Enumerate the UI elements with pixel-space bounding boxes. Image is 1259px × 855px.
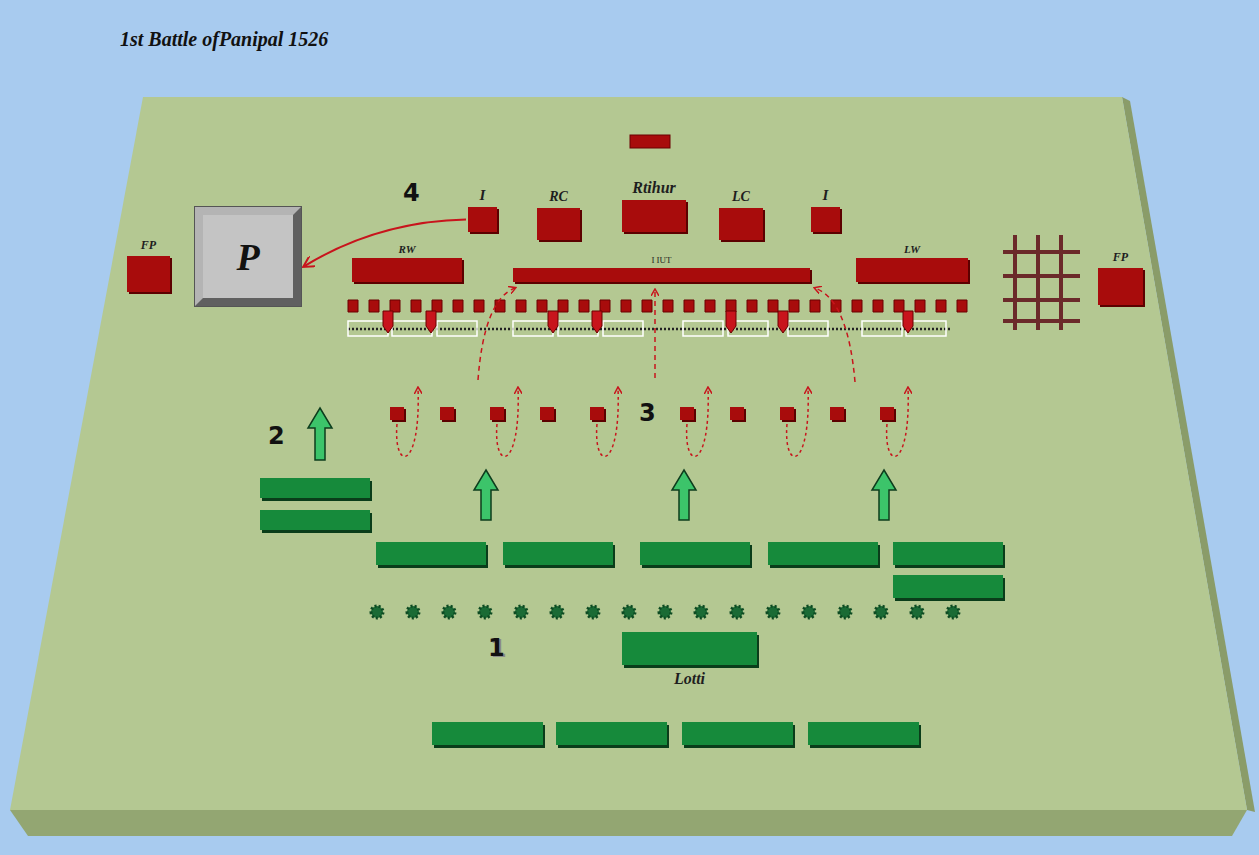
attack-arrow <box>308 408 332 460</box>
unit-block: Lotti <box>622 632 757 665</box>
unit-label: FP <box>141 238 156 253</box>
cart-chain <box>348 328 950 331</box>
barricade-post <box>1059 235 1063 330</box>
barricade <box>1003 235 1080 330</box>
unit-label: Rtihur <box>632 179 676 197</box>
unit-block: I <box>811 207 840 232</box>
skirmish-loop <box>597 388 619 456</box>
matchlock-row <box>348 300 967 312</box>
unit-label: LC <box>732 189 750 205</box>
callout-number: 4 <box>403 179 420 207</box>
skirmish-loop <box>887 388 909 456</box>
unit-label: I IUT <box>651 255 671 265</box>
attack-arrow <box>474 470 498 520</box>
callout-number: 2 <box>268 422 285 450</box>
reserve-block <box>630 135 670 148</box>
panipat-town: P <box>195 207 301 306</box>
callout-number: 3 <box>639 399 656 427</box>
unit-label: RC <box>549 189 568 205</box>
lodi-shadow <box>262 481 1005 748</box>
town-label: P <box>236 235 259 279</box>
advance-arrow <box>654 290 656 378</box>
unit-label: RW <box>399 243 416 255</box>
unit-block: RW <box>352 258 462 282</box>
unit-block: Rtihur <box>622 200 686 232</box>
lodi-blocks <box>260 478 1003 745</box>
cart-row <box>348 321 946 336</box>
unit-label: FP <box>1113 250 1128 265</box>
diagram-title: 1st Battle ofPanipal 1526 <box>120 28 328 51</box>
skirmish-loop <box>687 388 709 456</box>
advance-arrow <box>815 288 855 382</box>
attack-arrow <box>672 470 696 520</box>
advance-arrows <box>478 288 855 382</box>
barricade-post <box>1036 235 1040 330</box>
unit-block: LW <box>856 258 968 282</box>
unit-block: I <box>468 207 497 232</box>
barricade-rail <box>1003 298 1080 302</box>
unit-label: LW <box>904 243 920 255</box>
unit-block: FP <box>127 256 170 292</box>
barricade-rail <box>1003 250 1080 254</box>
unit-label: I <box>480 187 486 204</box>
unit-block: FP <box>1098 268 1143 305</box>
unit-block: RC <box>537 208 580 240</box>
unit-block: LC <box>719 208 763 240</box>
skirmish-loop <box>397 388 419 456</box>
cannon-row <box>383 311 913 333</box>
table-top <box>10 97 1247 810</box>
skirmish-loop <box>787 388 809 456</box>
skirmish-loop <box>497 388 519 456</box>
skirmish-loops <box>397 388 909 456</box>
unit-label: I <box>823 187 829 204</box>
unit-block: I IUT <box>513 268 810 282</box>
elephant-row <box>371 606 959 618</box>
barricade-rail <box>1003 319 1080 323</box>
advance-arrow <box>478 288 515 380</box>
table-side <box>10 810 1247 836</box>
attack-arrow <box>872 470 896 520</box>
green-arrows <box>308 408 896 520</box>
barricade-rail <box>1003 274 1080 278</box>
unit-label: Lotti <box>674 670 705 688</box>
barricade-post <box>1013 235 1017 330</box>
callout-number: 1 <box>488 634 505 662</box>
